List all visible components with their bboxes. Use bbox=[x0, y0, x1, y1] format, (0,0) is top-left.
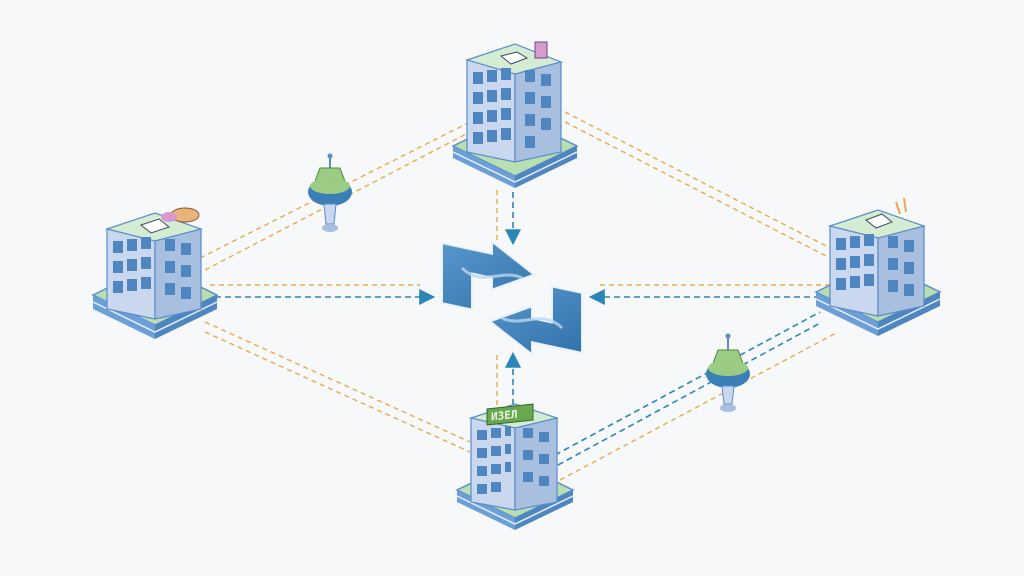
sync-arrows-icon bbox=[441, 239, 583, 357]
relay-upper-left[interactable] bbox=[308, 153, 352, 233]
peer-links bbox=[199, 111, 839, 481]
sync-link bbox=[554, 311, 821, 456]
building-right[interactable] bbox=[814, 197, 942, 336]
peer-link bbox=[204, 331, 471, 453]
peer-link bbox=[564, 111, 831, 249]
peer-link bbox=[204, 321, 471, 443]
document-icon bbox=[865, 197, 907, 229]
beacon-globe-icon bbox=[308, 153, 352, 232]
beacon-globe-icon bbox=[706, 333, 750, 412]
document-icon bbox=[139, 207, 200, 234]
building-left[interactable] bbox=[91, 207, 219, 339]
building-top[interactable] bbox=[451, 41, 579, 188]
peer-link bbox=[564, 121, 831, 259]
roof-sign: ИЗЕЛ bbox=[486, 403, 534, 426]
peer-link bbox=[204, 131, 471, 271]
document-icon bbox=[499, 41, 548, 65]
sync-link bbox=[557, 321, 823, 466]
building-bottom[interactable]: ИЗЕЛ bbox=[455, 403, 575, 530]
relay-lower-right[interactable] bbox=[706, 333, 750, 413]
peer-link bbox=[559, 331, 839, 481]
sync-links bbox=[215, 192, 830, 466]
roof-sign-text: ИЗЕЛ bbox=[491, 408, 517, 424]
